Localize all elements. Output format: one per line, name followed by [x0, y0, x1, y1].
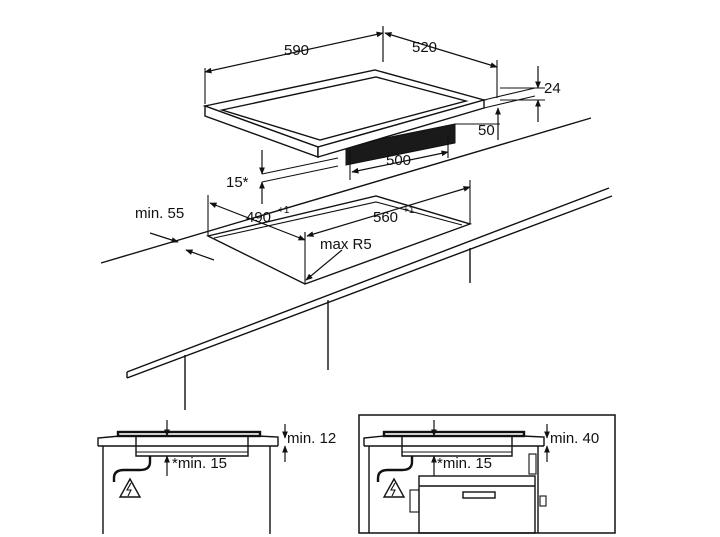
- cutout-dimensions: [149, 180, 471, 284]
- detail-left-top-clearance: min. 12: [287, 430, 336, 447]
- offset-15-label: 15*: [226, 174, 249, 191]
- warning-triangle-icon: [118, 477, 142, 498]
- clearance-50-label: 50: [478, 122, 495, 139]
- detail-right-top-clearance: min. 40: [550, 430, 599, 447]
- cutout-depth-label: 490: [246, 209, 271, 226]
- detail-left: [97, 420, 288, 534]
- corner-radius-label: max R5: [320, 236, 372, 253]
- cutout-depth-tolerance: +1: [278, 205, 290, 216]
- detail-right-frame: [358, 414, 616, 534]
- underside-width-label: 500: [386, 152, 411, 169]
- hob-width-label: 590: [284, 42, 309, 59]
- lightning-icon: [390, 482, 396, 497]
- lightning-icon: [126, 482, 132, 497]
- hob-illustration: [202, 69, 536, 166]
- cutout-width-tolerance: +1: [403, 205, 415, 216]
- cutout-width-label: 560: [373, 209, 398, 226]
- wall-gap-label: min. 55: [135, 205, 184, 222]
- detail-right: [363, 420, 550, 534]
- detail-left-under-clearance: *min. 15: [172, 455, 227, 472]
- detail-right-under-clearance: *min. 15: [437, 455, 492, 472]
- hob-thickness-label: 24: [544, 80, 561, 97]
- hob-dimensions: [204, 26, 545, 204]
- warning-triangle-icon: [382, 477, 406, 498]
- hob-depth-label: 520: [412, 39, 437, 56]
